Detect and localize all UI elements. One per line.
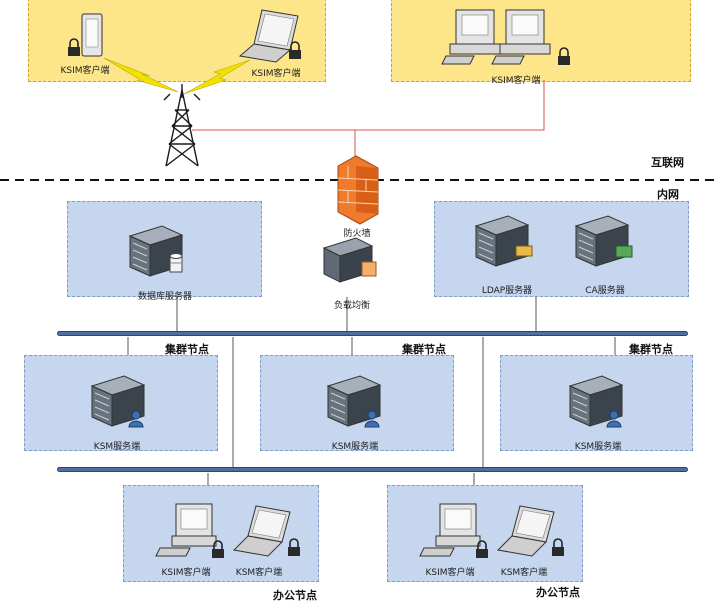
office-node-zone-1 <box>123 485 319 582</box>
lock-icon <box>558 47 570 65</box>
laptop-client-label: KSIM客户端 <box>251 69 301 79</box>
ca-server-label: CA服务器 <box>585 286 625 296</box>
lock-icon <box>68 38 80 56</box>
user-icon <box>364 410 380 428</box>
database-server-icon <box>128 225 184 277</box>
directory-icon <box>515 245 533 257</box>
laptop-icon <box>496 505 555 557</box>
desktop-client-label: KSIM客户端 <box>491 76 541 86</box>
ldap-server-icon <box>474 215 533 267</box>
office-desktop-label-2: KSIM客户端 <box>425 568 475 578</box>
ksm-server-label-1: KSM服务端 <box>93 442 141 452</box>
ldap-server-label: LDAP服务器 <box>481 286 533 296</box>
load-balancer-icon <box>322 237 377 283</box>
desktop-computer-icon <box>419 503 481 557</box>
cluster-node-title-1: 集群节点 <box>165 343 209 356</box>
cluster-node-zone-2 <box>260 355 454 451</box>
intranet-label: 内网 <box>657 188 679 201</box>
firewall-label: 防火墙 <box>343 229 371 239</box>
desktop-computer-icon <box>441 9 501 65</box>
cluster-node-title-2: 集群节点 <box>402 343 446 356</box>
ksm-server-label-3: KSM服务端 <box>574 442 622 452</box>
internet-label: 互联网 <box>651 156 684 169</box>
firewall-icon <box>337 155 379 225</box>
mobile-device-icon <box>81 13 103 57</box>
internet-link <box>192 80 545 131</box>
office-laptop-label-2: KSM客户端 <box>500 568 548 578</box>
ksm-server-icon-3 <box>568 375 624 428</box>
lock-icon <box>288 538 300 556</box>
ksm-server-label-2: KSM服务端 <box>331 442 379 452</box>
office-node-title-1: 办公节点 <box>273 589 317 602</box>
office-node-title-2: 办公节点 <box>536 586 580 599</box>
ksm-server-icon-2 <box>326 375 382 428</box>
wireless-bolt-right-icon <box>183 59 251 95</box>
database-icon <box>169 253 183 273</box>
wireless-bolt-left-icon <box>103 57 179 93</box>
mobile-client-label: KSIM客户端 <box>60 66 110 76</box>
database-server-label: 数据库服务器 <box>137 292 193 302</box>
desktop-computer-icon <box>491 9 551 65</box>
radio-tower-icon <box>163 84 201 167</box>
ksm-server-icon-1 <box>90 375 146 428</box>
lock-icon <box>552 538 564 556</box>
office-bus <box>57 467 688 472</box>
office-laptop-label-1: KSM客户端 <box>235 568 283 578</box>
lock-icon <box>289 41 301 59</box>
certificate-icon <box>615 245 633 258</box>
office-node-zone-2 <box>387 485 583 582</box>
lock-icon <box>212 540 224 558</box>
cluster-node-title-3: 集群节点 <box>629 343 673 356</box>
lock-icon <box>476 540 488 558</box>
office-desktop-label-1: KSIM客户端 <box>161 568 211 578</box>
user-icon <box>606 410 622 428</box>
cluster-bus <box>57 331 688 336</box>
ca-server-icon <box>574 215 633 267</box>
laptop-icon <box>238 9 299 63</box>
laptop-icon <box>232 505 291 557</box>
user-icon <box>128 410 144 428</box>
load-balancer-label: 负载均衡 <box>333 301 371 311</box>
desktop-computer-icon <box>155 503 217 557</box>
